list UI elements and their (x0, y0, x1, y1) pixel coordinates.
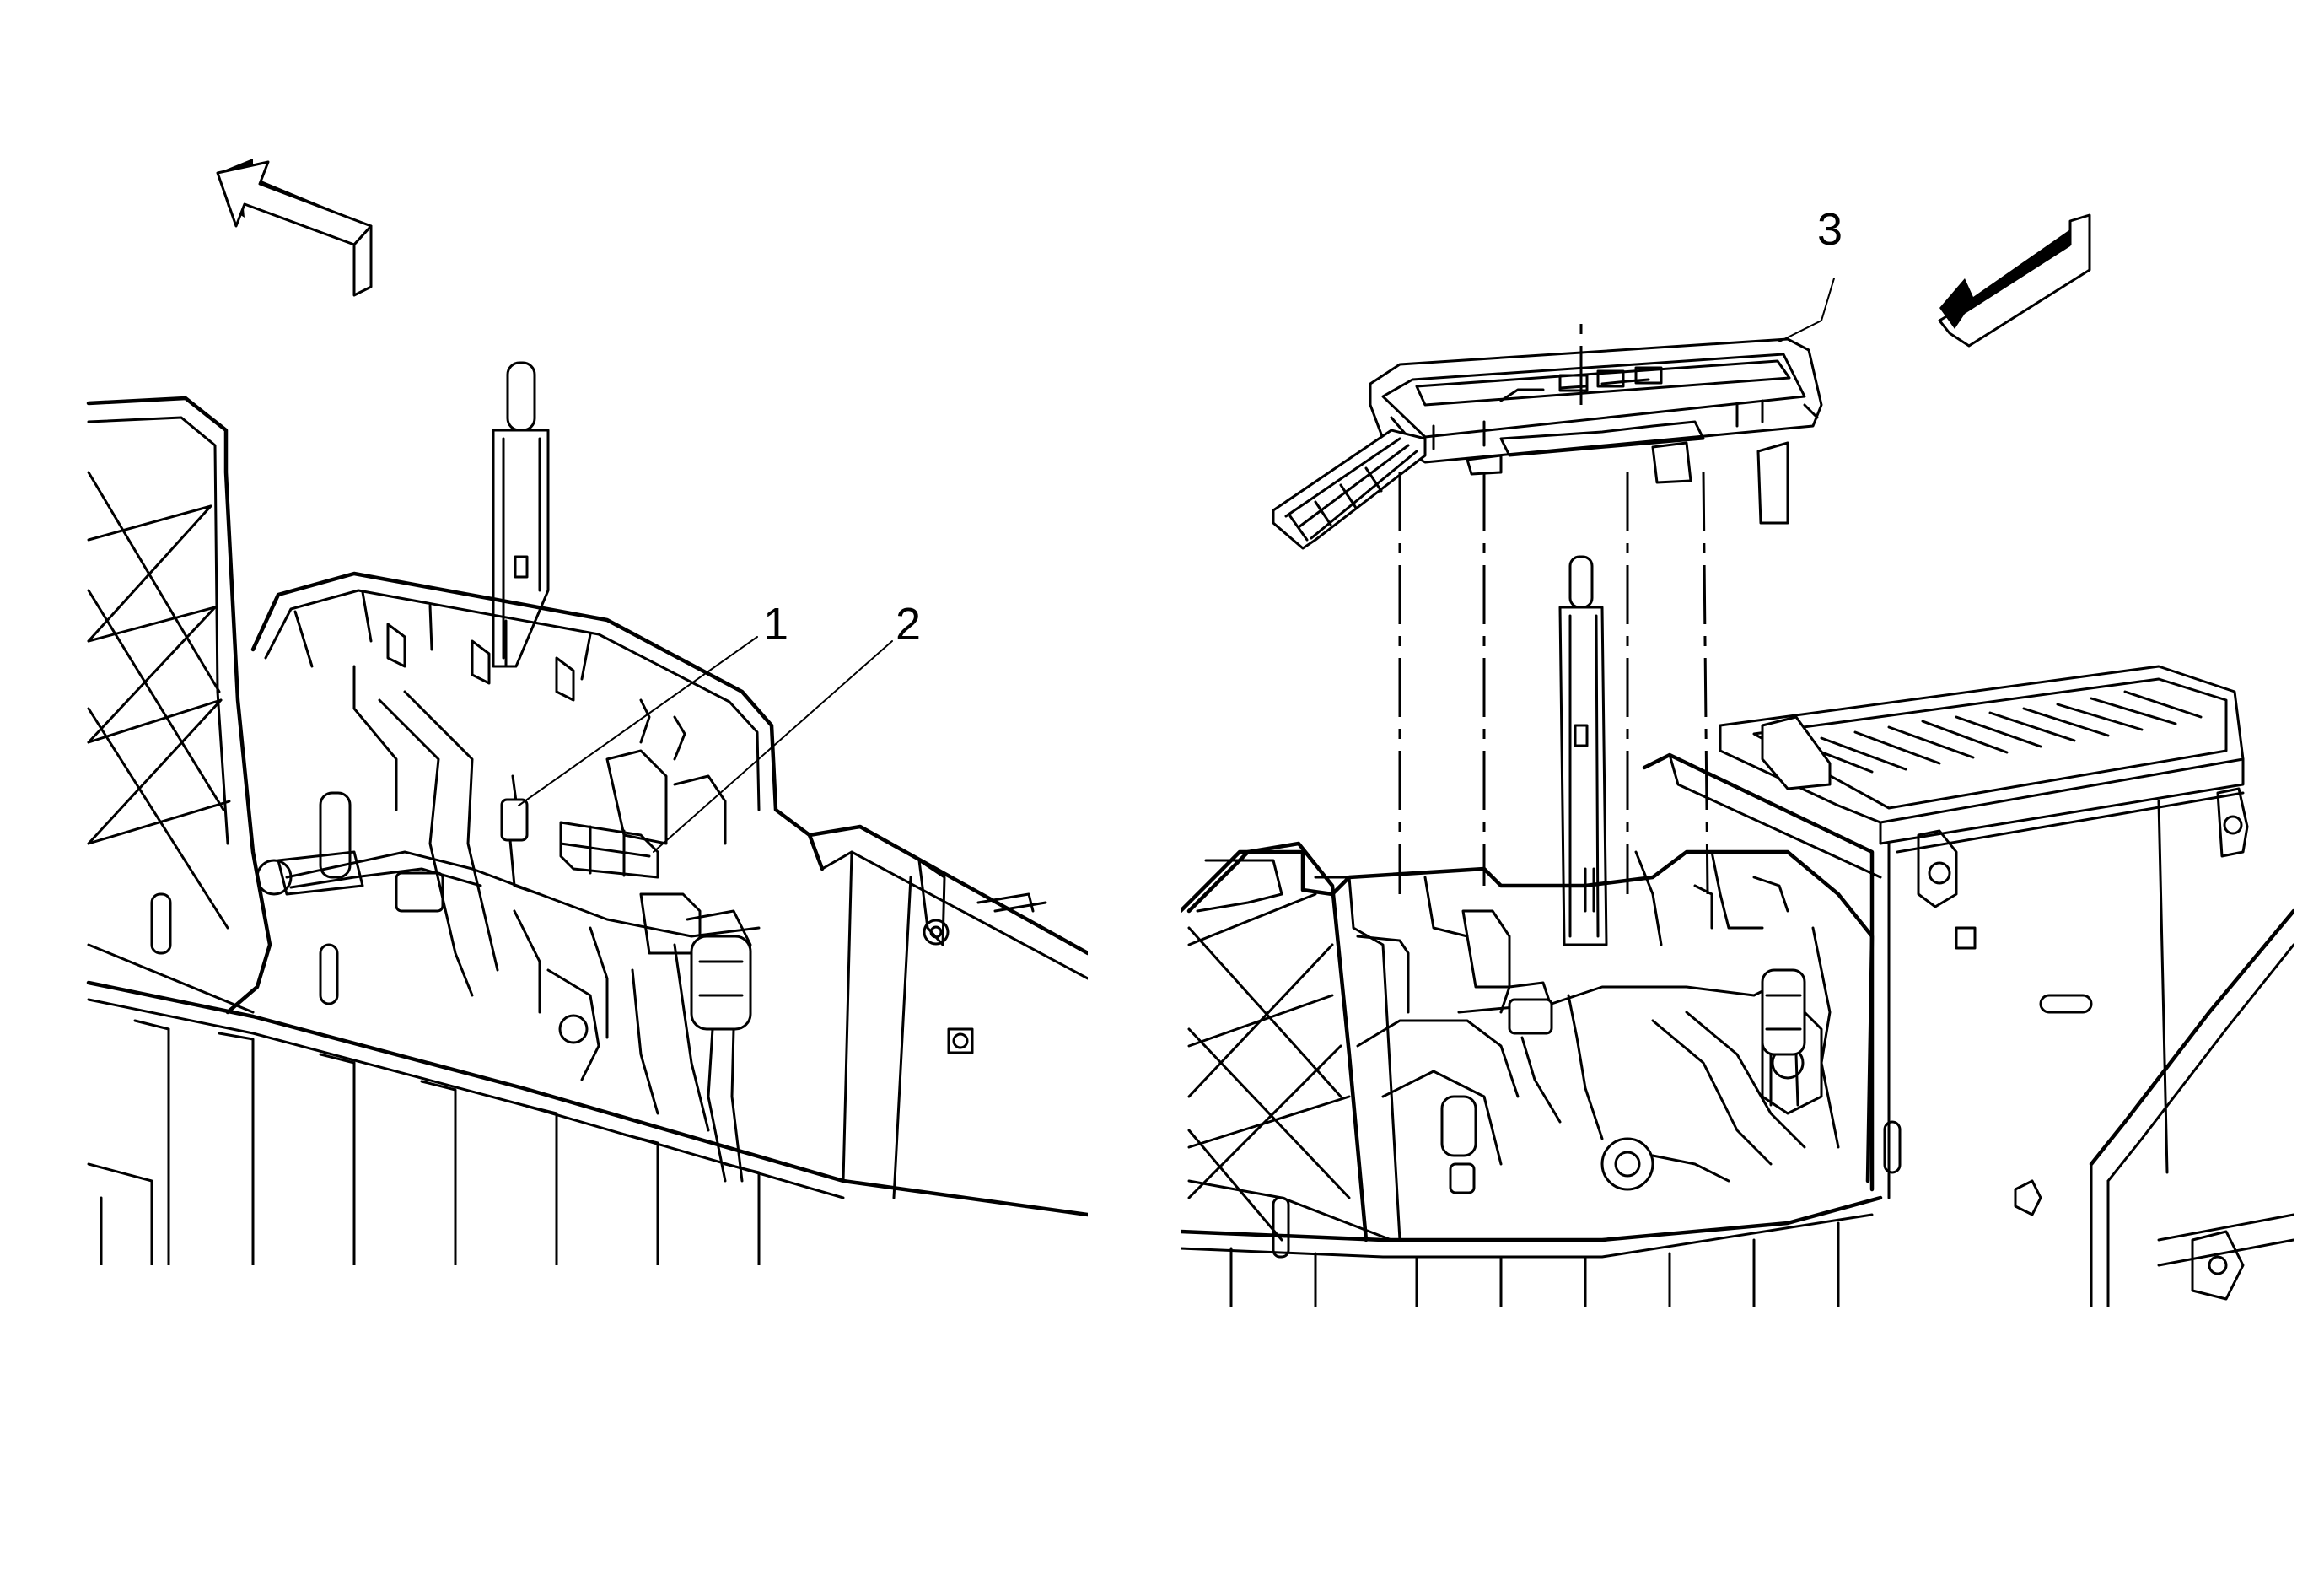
console-side-bracket (86, 396, 272, 1015)
front-direction-arrow-icon (216, 159, 373, 297)
shift-lever-shaft (1558, 555, 1608, 946)
callout-2-group: 2 (653, 599, 921, 853)
shifter-bezel (1272, 337, 1823, 550)
front-direction-arrow-icon (1938, 213, 2091, 348)
console-storage-compartment (1642, 665, 2249, 1216)
console-housing (250, 571, 825, 871)
shift-lock-module (559, 821, 659, 879)
electrical-connector (500, 774, 541, 896)
callout-1-group: 1 (518, 599, 788, 806)
shifter-mechanism (256, 665, 761, 1183)
console-end-panel (2089, 908, 2294, 1307)
callout-3-group: 3 (1778, 204, 1843, 342)
shifter-mechanism (1356, 968, 1806, 1194)
console-lower-frame (1181, 1195, 1883, 1307)
control-module-bracket (605, 749, 727, 845)
console-lower-frame (86, 980, 1088, 1265)
right-view-bezel-removal: 3 (1181, 204, 2294, 1307)
callout-3: 3 (1817, 204, 1843, 255)
console-housing (1181, 849, 1875, 1242)
callout-2: 2 (896, 599, 921, 650)
console-end-panel (807, 824, 1088, 1199)
alignment-lines (1398, 321, 1709, 895)
callout-1: 1 (763, 599, 788, 650)
left-view-console-installed: 1 2 (86, 159, 1088, 1265)
console-side-bracket (1186, 841, 1393, 1259)
